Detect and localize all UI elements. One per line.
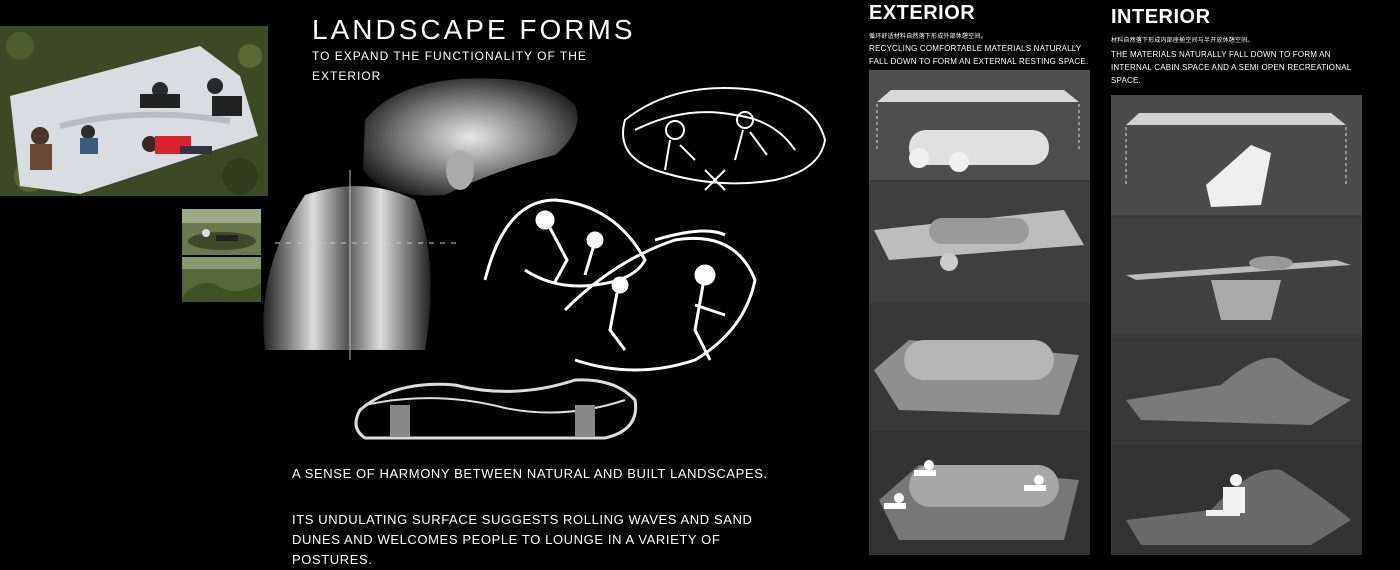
interior-title: INTERIOR <box>1111 6 1211 28</box>
people-seating-sketch-top <box>622 87 827 191</box>
exterior-render-stack <box>869 70 1090 555</box>
exterior-description-en: RECYCLING COMFORTABLE MATERIALS NATURALL… <box>869 44 1089 66</box>
harmony-caption: A SENSE OF HARMONY BETWEEN NATURAL AND B… <box>292 466 768 481</box>
interior-render-stack <box>1111 95 1362 555</box>
interior-description-en: THE MATERIALS NATURALLY FALL DOWN TO FOR… <box>1111 50 1352 85</box>
exterior-title: EXTERIOR <box>869 2 976 24</box>
landscape-subtitle: TO EXPAND THE FUNCTIONALITY OF THE EXTER… <box>312 49 587 83</box>
car-side-view-sketch <box>354 378 638 440</box>
people-lounging-sketch <box>483 198 757 372</box>
interior-description-cn: 材料自然落下形成内部座舱空间与半开放休憩空间。 <box>1111 38 1254 44</box>
small-photo-people <box>182 209 261 255</box>
surface-caption: ITS UNDULATING SURFACE SUGGESTS ROLLING … <box>292 512 753 567</box>
car-front-view-sketch <box>263 170 460 360</box>
sketch-area <box>255 60 845 450</box>
landscape-title: LANDSCAPE FORMS <box>312 14 636 45</box>
exterior-description-cn: 循环舒适材料自然落下形成外部休憩空间。 <box>869 34 987 40</box>
car-form-top-sketch <box>363 78 578 196</box>
small-photo-mound <box>182 257 261 302</box>
lounge-blanket-photo <box>0 26 268 196</box>
